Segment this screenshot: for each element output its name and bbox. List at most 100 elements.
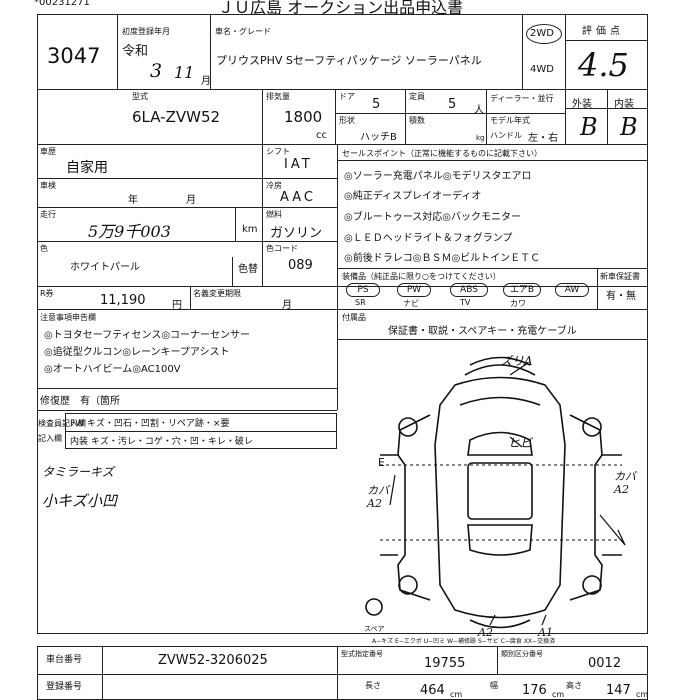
length-label: 長さ (365, 681, 381, 690)
diagram-spare: スペア (364, 625, 385, 633)
equip-abs: ABS (450, 283, 488, 297)
aircon-value: AAC (280, 190, 316, 205)
notes-item: ◎トヨタセーフティセンス◎コーナーセンサー (44, 330, 251, 341)
diagram-mark-top: ズリA (500, 354, 533, 368)
chassis-value: ZVW52-3206025 (158, 653, 268, 668)
height-value: 147 (606, 683, 631, 698)
fuel-value: ガソリン (270, 226, 323, 241)
repair-history: 修復歴 有（箇所 (40, 396, 120, 407)
sales-item: ◎前後ドラレコ◎ＢＳＭ◎ビルトインＥＴＣ (344, 253, 541, 264)
equip-airbag: エアB (503, 283, 541, 297)
accessories-value: 保証書・取説・スペアキー・充電ケーブル (388, 326, 577, 337)
sales-label: セールスポイント（正常に機能するものに記載下さい） (342, 149, 542, 158)
color-value: ホワイトパール (70, 262, 140, 273)
accessories-label: 付属品 (342, 313, 366, 322)
width-value: 176 (522, 683, 547, 698)
model-year-label: モデル年式 (490, 116, 530, 125)
model-label: 車名・グレード (215, 27, 271, 36)
sales-item: ◎ブルートゥース対応◎バックモニター (344, 212, 521, 223)
type-label: 型式 (132, 92, 148, 101)
width-label: 幅 (490, 681, 498, 690)
capacity-value: 5 (448, 97, 457, 112)
model-no-value: 19755 (424, 656, 466, 671)
usage-value: 自家用 (66, 160, 108, 176)
doc-number: *00231271 (34, 0, 90, 8)
model-name: プリウスPHV Sセーフティパッケージ ソーラーパネル (216, 54, 482, 67)
color-code-label: 色コード (266, 244, 298, 253)
doc-title: ＪＵ広島 オークション出品申込書 (218, 0, 464, 17)
lot-number: 3047 (47, 44, 101, 68)
handnote-line1: タミラーキズ (42, 465, 115, 479)
score-value: 4.5 (578, 46, 629, 84)
handnote-line2: 小キズ小凹 (42, 492, 118, 510)
inspection-label: 車検 (40, 181, 56, 190)
mileage-value: 5万9千003 (88, 222, 171, 241)
shift-label: シフト (266, 147, 290, 156)
legend-row1-label: 検査員記入欄 (38, 419, 86, 428)
height-label: 高さ (566, 681, 582, 690)
registration-label: 初度登録年月 (122, 27, 170, 36)
doors-label: ドア (339, 92, 355, 101)
type-value: 6LA-ZVW52 (132, 108, 221, 126)
category-value: 0012 (588, 656, 622, 671)
registration-year: 3 (150, 60, 163, 82)
notes-item: ◎オートハイビーム◎AC100V (44, 364, 181, 375)
color-code-value: 089 (288, 258, 313, 273)
shape-label: 形状 (339, 116, 355, 125)
handle-value: 左・右 (528, 133, 558, 144)
drive-2wd: 2WD (530, 28, 554, 39)
drive-4wd: 4WD (530, 64, 554, 75)
displacement-value: 1800 (284, 108, 323, 126)
model-no-label: 型式指定番号 (341, 650, 383, 658)
category-label: 類別区分番号 (501, 650, 543, 658)
notes-item: ◎追従型クルコン◎レーンキープアシスト (44, 347, 230, 358)
legend-row2-label: 記入欄 (38, 434, 62, 443)
capacity-label: 定員 (409, 92, 425, 101)
equip-ps: PS (346, 283, 380, 297)
color-label: 色 (40, 244, 48, 253)
equip-pw: PW (397, 283, 431, 297)
sales-item: ◎純正ディスプレイオーディオ (344, 191, 482, 202)
registration-era: 令和 (122, 44, 149, 59)
length-value: 464 (420, 683, 445, 698)
diagram-left-a: カバA2 (367, 484, 389, 510)
recycle-label: R券 (40, 289, 54, 298)
registration-no-label: 登録番号 (46, 682, 83, 692)
legend-exterior: FW キズ・凹石・凹割・リペア跡・×要 (70, 419, 230, 429)
notes-label: 注意事項申告欄 (40, 313, 96, 322)
weight-label: 積数 (409, 116, 425, 125)
sales-item: ◎ソーラー充電パネル◎モデリスタエアロ (344, 171, 532, 182)
diagram-mark-mid: ヒビ (508, 436, 533, 450)
diagram-key: A−キズ E−エクボ U−凹ミ W−補修跡 S−サビ C−腐食 XX−交換済 (372, 638, 556, 645)
legend-interior: 内装 キズ・汚レ・コゲ・穴・凹・キレ・破レ (70, 437, 253, 447)
recycle-value: 11,190 (100, 293, 146, 308)
main-frame (37, 14, 648, 634)
repaint-label: 色替 (238, 264, 258, 275)
newcar-value: 有・無 (606, 291, 636, 302)
score-label: 評価点 (582, 26, 624, 37)
doors-value: 5 (372, 97, 381, 112)
exterior-score: B (580, 113, 598, 141)
displacement-label: 排気量 (266, 92, 290, 101)
exterior-label: 外装 (572, 99, 592, 110)
car-damage-diagram (365, 356, 626, 629)
diagram-right-a: カバA2 (614, 470, 636, 496)
diagram-bottom-a2: A2 (478, 626, 493, 639)
equip-aw: AW (555, 283, 589, 297)
interior-label: 内装 (614, 99, 634, 110)
equipment-label: 装備品（純正品に限り○をつけてください） (342, 272, 501, 281)
diagram-mark-e: E (378, 456, 385, 469)
registration-month: 11 (174, 63, 195, 82)
interior-score: B (620, 113, 638, 141)
shape-value: ハッチB (360, 132, 397, 143)
fuel-label: 燃料 (266, 210, 282, 219)
diagram-bottom-a1: A1 (538, 626, 553, 639)
newcar-label: 新車保証書 (600, 272, 640, 281)
usage-label: 車歴 (40, 147, 56, 156)
handle-label: ハンドル (490, 131, 522, 140)
tax-label: 名義変更期限 (193, 289, 241, 298)
mileage-label: 走行 (40, 210, 56, 219)
shift-value: IAT (284, 157, 313, 172)
sales-item: ◎ＬＥＤヘッドライト＆フォグランプ (344, 233, 513, 244)
aircon-label: 冷房 (266, 181, 282, 190)
